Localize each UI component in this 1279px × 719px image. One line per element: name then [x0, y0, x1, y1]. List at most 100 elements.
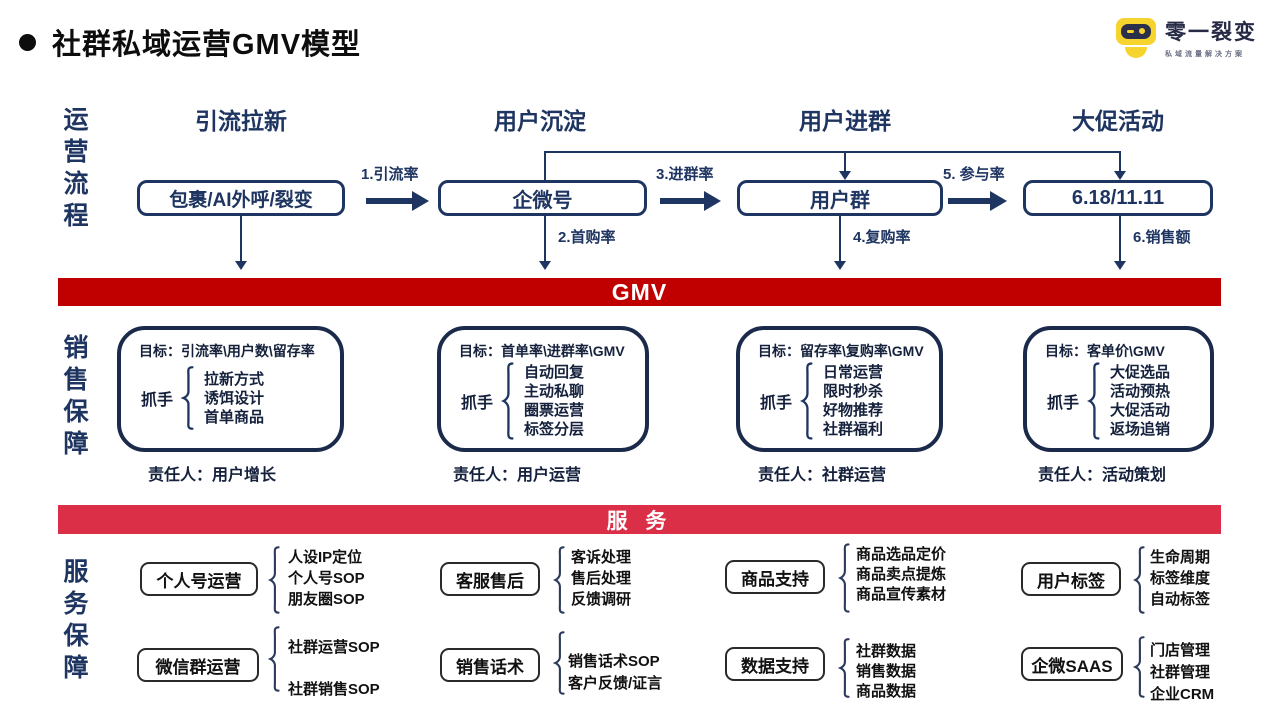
arrow-label-first-purchase-rate: 2.首购率: [558, 229, 616, 246]
lever-item: 标签分层: [524, 421, 585, 438]
lever-item: 限时秒杀: [823, 383, 884, 400]
lever-item: 主动私聊: [524, 383, 585, 400]
service-item: 客户反馈/证言: [568, 675, 663, 692]
card-lever-list: 大促选品 活动预热 大促活动 返场追销: [1110, 363, 1170, 439]
page-title: 社群私域运营GMV模型: [52, 29, 362, 61]
arrow-shaft: [948, 198, 990, 204]
service-box-data-support: 数据支持: [725, 647, 825, 681]
service-items-data-support: 社群数据 销售数据 商品数据: [856, 642, 916, 702]
service-item: 个人号SOP: [288, 570, 365, 587]
service-box-personal-account: 个人号运营: [140, 562, 258, 596]
logo: 零一裂变 私域流量解决方案: [1115, 16, 1257, 59]
connector-line: [1119, 151, 1121, 173]
stage-header-promotion: 大促活动: [1072, 108, 1164, 134]
service-box-after-sales: 客服售后: [440, 562, 540, 596]
owner-user-growth: 责任人：用户增长: [148, 467, 277, 484]
service-items-wechat-group: 社群运营SOP 社群销售SOP: [288, 627, 380, 711]
service-items-user-tags: 生命周期 标签维度 自动标签: [1150, 547, 1210, 610]
lever-item: 首单商品: [204, 408, 265, 426]
bullet-icon: [19, 34, 36, 51]
service-item: 反馈调研: [571, 591, 632, 608]
service-item: 社群数据: [856, 643, 917, 660]
connector-line: [544, 151, 546, 181]
brace-icon: [268, 546, 281, 614]
lever-item: 自动回复: [524, 364, 585, 381]
sales-card-acquisition: 目标：引流率\用户数\留存率 抓手 拉新方式 诱饵设计 首单商品: [117, 326, 344, 452]
service-item: 自动标签: [1150, 591, 1211, 608]
lever-item: 大促选品: [1110, 364, 1171, 381]
arrow-shaft: [660, 198, 704, 204]
connector-line: [544, 151, 1120, 153]
brace-icon: [838, 543, 851, 613]
connector-arrowhead-icon: [1114, 171, 1126, 180]
service-item: 社群管理: [1150, 664, 1211, 681]
card-goal: 目标：引流率\用户数\留存率: [139, 343, 315, 359]
down-arrow-line: [1119, 216, 1121, 262]
service-items-product-support: 商品选品定价 商品卖点提炼 商品宣传素材: [856, 545, 946, 605]
service-items-personal-account: 人设IP定位 个人号SOP 朋友圈SOP: [288, 547, 365, 610]
card-lever-label: 抓手: [461, 395, 494, 412]
brace-icon: [800, 362, 814, 440]
sales-card-promotion: 目标：客单价\GMV 抓手 大促选品 活动预热 大促活动 返场追销: [1023, 326, 1214, 452]
card-lever-label: 抓手: [760, 395, 793, 412]
down-arrow-head-icon: [834, 261, 846, 270]
card-goal: 目标：客单价\GMV: [1045, 343, 1165, 359]
lever-item: 诱饵设计: [204, 389, 265, 407]
robot-eye-icon: [1139, 27, 1145, 34]
owner-community-operation: 责任人：社群运营: [758, 467, 887, 484]
sales-card-group: 目标：留存率\复购率\GMV 抓手 日常运营 限时秒杀 好物推荐 社群福利: [736, 326, 943, 452]
arrow-label-participation-rate: 5. 参与率: [943, 166, 1005, 183]
lever-item: 日常运营: [823, 364, 884, 381]
card-lever-list: 拉新方式 诱饵设计 首单商品: [204, 370, 264, 427]
brace-icon: [838, 638, 851, 698]
service-item: 销售数据: [856, 663, 917, 680]
logo-tagline: 私域流量解决方案: [1165, 51, 1245, 58]
connector-arrowhead-icon: [839, 171, 851, 180]
service-item: 标签维度: [1150, 570, 1211, 587]
brace-icon: [501, 362, 515, 440]
brace-icon: [553, 546, 566, 614]
lever-item: 社群福利: [823, 421, 884, 438]
service-items-after-sales: 客诉处理 售后处理 反馈调研: [571, 547, 631, 610]
service-item: 销售话术SOP: [568, 653, 660, 670]
section-label-service-assurance: 服务保障: [60, 558, 88, 686]
sales-card-deposit: 目标：首单率\进群率\GMV 抓手 自动回复 主动私聊 圈票运营 标签分层: [437, 326, 649, 452]
service-item: 朋友圈SOP: [288, 591, 365, 608]
service-item: 社群运营SOP: [288, 639, 380, 656]
brace-icon: [553, 631, 566, 695]
section-label-sales-assurance: 销售保障: [60, 334, 88, 462]
service-box-sales-script: 销售话术: [440, 648, 540, 682]
card-lever-label: 抓手: [141, 392, 174, 409]
arrow-label-diversion-rate: 1.引流率: [361, 166, 419, 183]
card-goal: 目标：首单率\进群率\GMV: [459, 343, 625, 359]
flow-node-package-ai-fission: 包裹/AI外呼/裂变: [137, 180, 345, 216]
arrow-shaft: [366, 198, 412, 204]
flow-node-618-1111: 6.18/11.11: [1023, 180, 1213, 216]
service-item: 门店管理: [1150, 642, 1211, 659]
section-label-operation-flow: 运营流程: [60, 106, 88, 234]
arrow-label-join-group-rate: 3.进群率: [656, 166, 714, 183]
down-arrow-line: [240, 216, 242, 262]
down-arrow-head-icon: [1114, 261, 1126, 270]
down-arrow-line: [839, 216, 841, 262]
arrow-head-icon: [990, 191, 1007, 211]
arrow-head-icon: [412, 191, 429, 211]
service-item: 生命周期: [1150, 549, 1211, 566]
service-box-wecom-saas: 企微SAAS: [1021, 647, 1123, 681]
service-items-sales-script: 销售话术SOP 客户反馈/证言: [568, 651, 662, 695]
service-bar-label: 服 务: [606, 509, 673, 533]
service-bar: 服 务: [58, 505, 1221, 534]
arrow-label-sales-amount: 6.销售额: [1133, 229, 1191, 246]
service-box-wechat-group: 微信群运营: [137, 648, 259, 682]
arrow-label-repurchase-rate: 4.复购率: [853, 229, 911, 246]
service-item: 企业CRM: [1150, 686, 1215, 703]
service-item: 人设IP定位: [288, 549, 363, 566]
card-lever-list: 日常运营 限时秒杀 好物推荐 社群福利: [823, 363, 883, 439]
service-item: 商品数据: [856, 683, 917, 700]
stage-header-user-deposit: 用户沉淀: [494, 108, 586, 134]
lever-item: 好物推荐: [823, 402, 884, 419]
down-arrow-head-icon: [539, 261, 551, 270]
lever-item: 活动预热: [1110, 383, 1171, 400]
owner-event-planning: 责任人：活动策划: [1038, 467, 1167, 484]
